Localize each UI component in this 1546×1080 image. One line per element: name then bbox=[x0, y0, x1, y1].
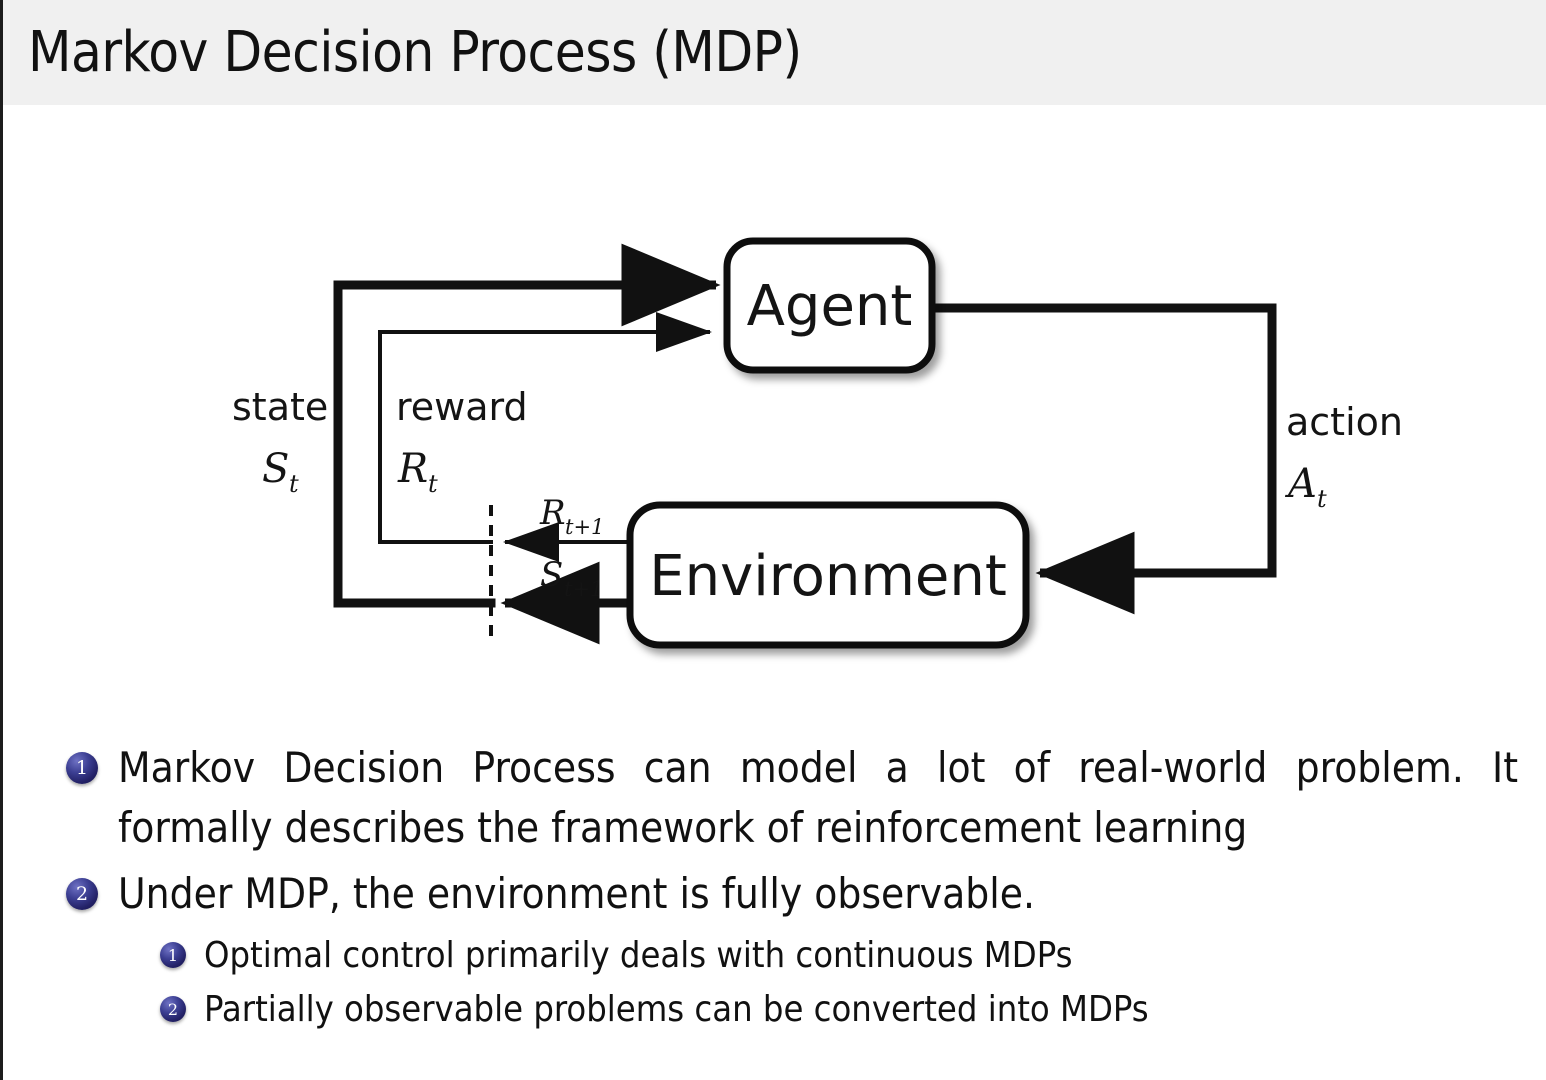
sub-list-item-text: Partially observable problems can be con… bbox=[204, 989, 1149, 1030]
edge-label-action-subscript: t bbox=[1317, 485, 1327, 513]
edge-reward bbox=[378, 312, 712, 544]
sub-bullet-badge: 1 bbox=[160, 942, 186, 968]
slide-header-band bbox=[0, 0, 1546, 105]
edge-label-reward-next-symbol: R bbox=[539, 493, 566, 533]
edge-label-state-next-symbol: S bbox=[540, 555, 563, 595]
sub-list-item-text: Optimal control primarily deals with con… bbox=[204, 935, 1073, 976]
edge-label-state-subscript: t bbox=[289, 470, 299, 498]
edge-label-action-word: action bbox=[1286, 400, 1403, 444]
edge-label-reward-next-subscript: t+1 bbox=[565, 515, 604, 539]
list-item-text: Under MDP, the environment is fully obse… bbox=[118, 869, 1036, 918]
edge-state bbox=[333, 243, 721, 608]
edge-label-state-symbol: S bbox=[262, 446, 289, 492]
edge-label-state-next-subscript: t+1 bbox=[564, 577, 603, 601]
environment-node: Environment bbox=[626, 501, 1030, 649]
page-title: Markov Decision Process (MDP) bbox=[28, 20, 802, 85]
bullet-list: 1 Markov Decision Process can model a lo… bbox=[0, 738, 1546, 1038]
edge-label-state-word: state bbox=[232, 385, 328, 429]
edge-label-reward-subscript: t bbox=[428, 470, 438, 498]
sub-list-item: 1 Optimal control primarily deals with c… bbox=[0, 930, 1546, 982]
list-item: 2 Under MDP, the environment is fully ob… bbox=[0, 864, 1546, 924]
bullet-badge: 2 bbox=[66, 878, 98, 910]
edge-label-reward-word: reward bbox=[396, 385, 528, 429]
edge-label-action-symbol: A bbox=[1284, 461, 1317, 507]
agent-node: Agent bbox=[723, 237, 936, 374]
edge-action bbox=[927, 303, 1277, 615]
agent-node-label: Agent bbox=[747, 274, 913, 339]
slide-left-rule bbox=[0, 0, 3, 1080]
edge-label-reward-symbol: R bbox=[397, 446, 428, 492]
mdp-diagram: Agent Environment state S t reward R t a… bbox=[0, 120, 1546, 720]
list-item: 1 Markov Decision Process can model a lo… bbox=[0, 738, 1546, 858]
list-item-text: Markov Decision Process can model a lot … bbox=[118, 743, 1518, 852]
environment-node-label: Environment bbox=[649, 544, 1007, 609]
bullet-badge: 1 bbox=[66, 752, 98, 784]
sub-bullet-badge: 2 bbox=[160, 996, 186, 1022]
sub-list-item: 2 Partially observable problems can be c… bbox=[0, 984, 1546, 1036]
